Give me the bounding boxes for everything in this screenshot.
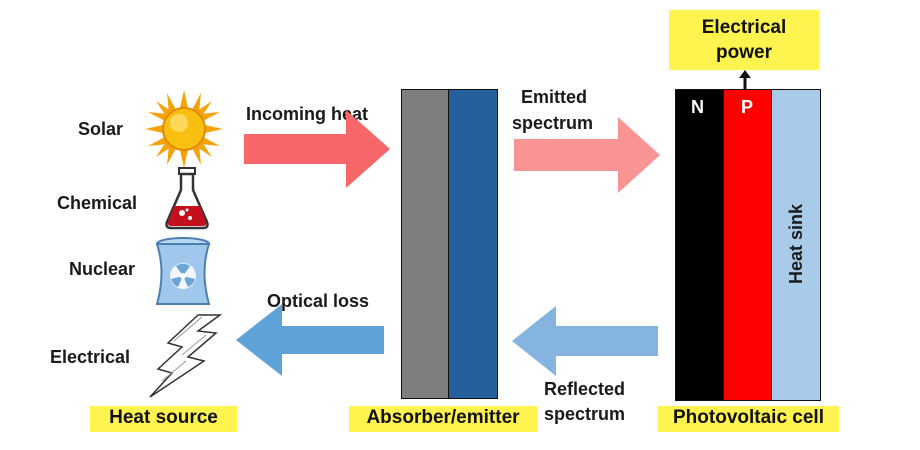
lightning-bolt-icon	[149, 314, 223, 398]
absorber-layer	[401, 89, 450, 399]
electrical-label: Electrical	[50, 347, 131, 367]
sun-icon	[145, 90, 223, 168]
p-layer-label: P	[741, 97, 754, 117]
solar-label: Solar	[78, 119, 124, 139]
reflected-spectrum-label-line1: Reflected	[544, 379, 626, 399]
emitted-spectrum-label-line1: Emitted	[521, 87, 588, 107]
incoming-heat-label: Incoming heat	[246, 104, 369, 124]
electrical-power-line1: Electrical	[701, 17, 787, 38]
heat-sink-label: Heat sink	[786, 203, 806, 285]
heat-sink-layer	[771, 89, 821, 401]
reflected-spectrum-arrow	[512, 306, 658, 376]
emitted-spectrum-label-line2: spectrum	[512, 113, 594, 133]
flask-icon	[165, 167, 209, 230]
heat-source-caption: Heat source	[90, 406, 237, 432]
optical-loss-label: Optical loss	[267, 291, 370, 311]
absorber-emitter-caption: Absorber/emitter	[349, 406, 537, 432]
n-layer	[675, 89, 725, 401]
electrical-power-output: Electrical power	[669, 10, 819, 70]
nuclear-plant-icon	[155, 237, 211, 305]
emitter-layer	[448, 89, 498, 399]
power-output-arrow	[739, 70, 751, 92]
photovoltaic-cell-caption: Photovoltaic cell	[658, 406, 839, 432]
emitted-spectrum-arrow	[514, 117, 660, 193]
chemical-label: Chemical	[57, 193, 138, 213]
reflected-spectrum-label-line2: spectrum	[544, 404, 626, 424]
nuclear-label: Nuclear	[69, 259, 136, 279]
optical-loss-arrow	[236, 304, 384, 376]
p-layer	[723, 89, 773, 401]
n-layer-label: N	[691, 97, 704, 117]
electrical-power-line2: power	[716, 42, 772, 63]
incoming-heat-arrow	[244, 110, 390, 188]
